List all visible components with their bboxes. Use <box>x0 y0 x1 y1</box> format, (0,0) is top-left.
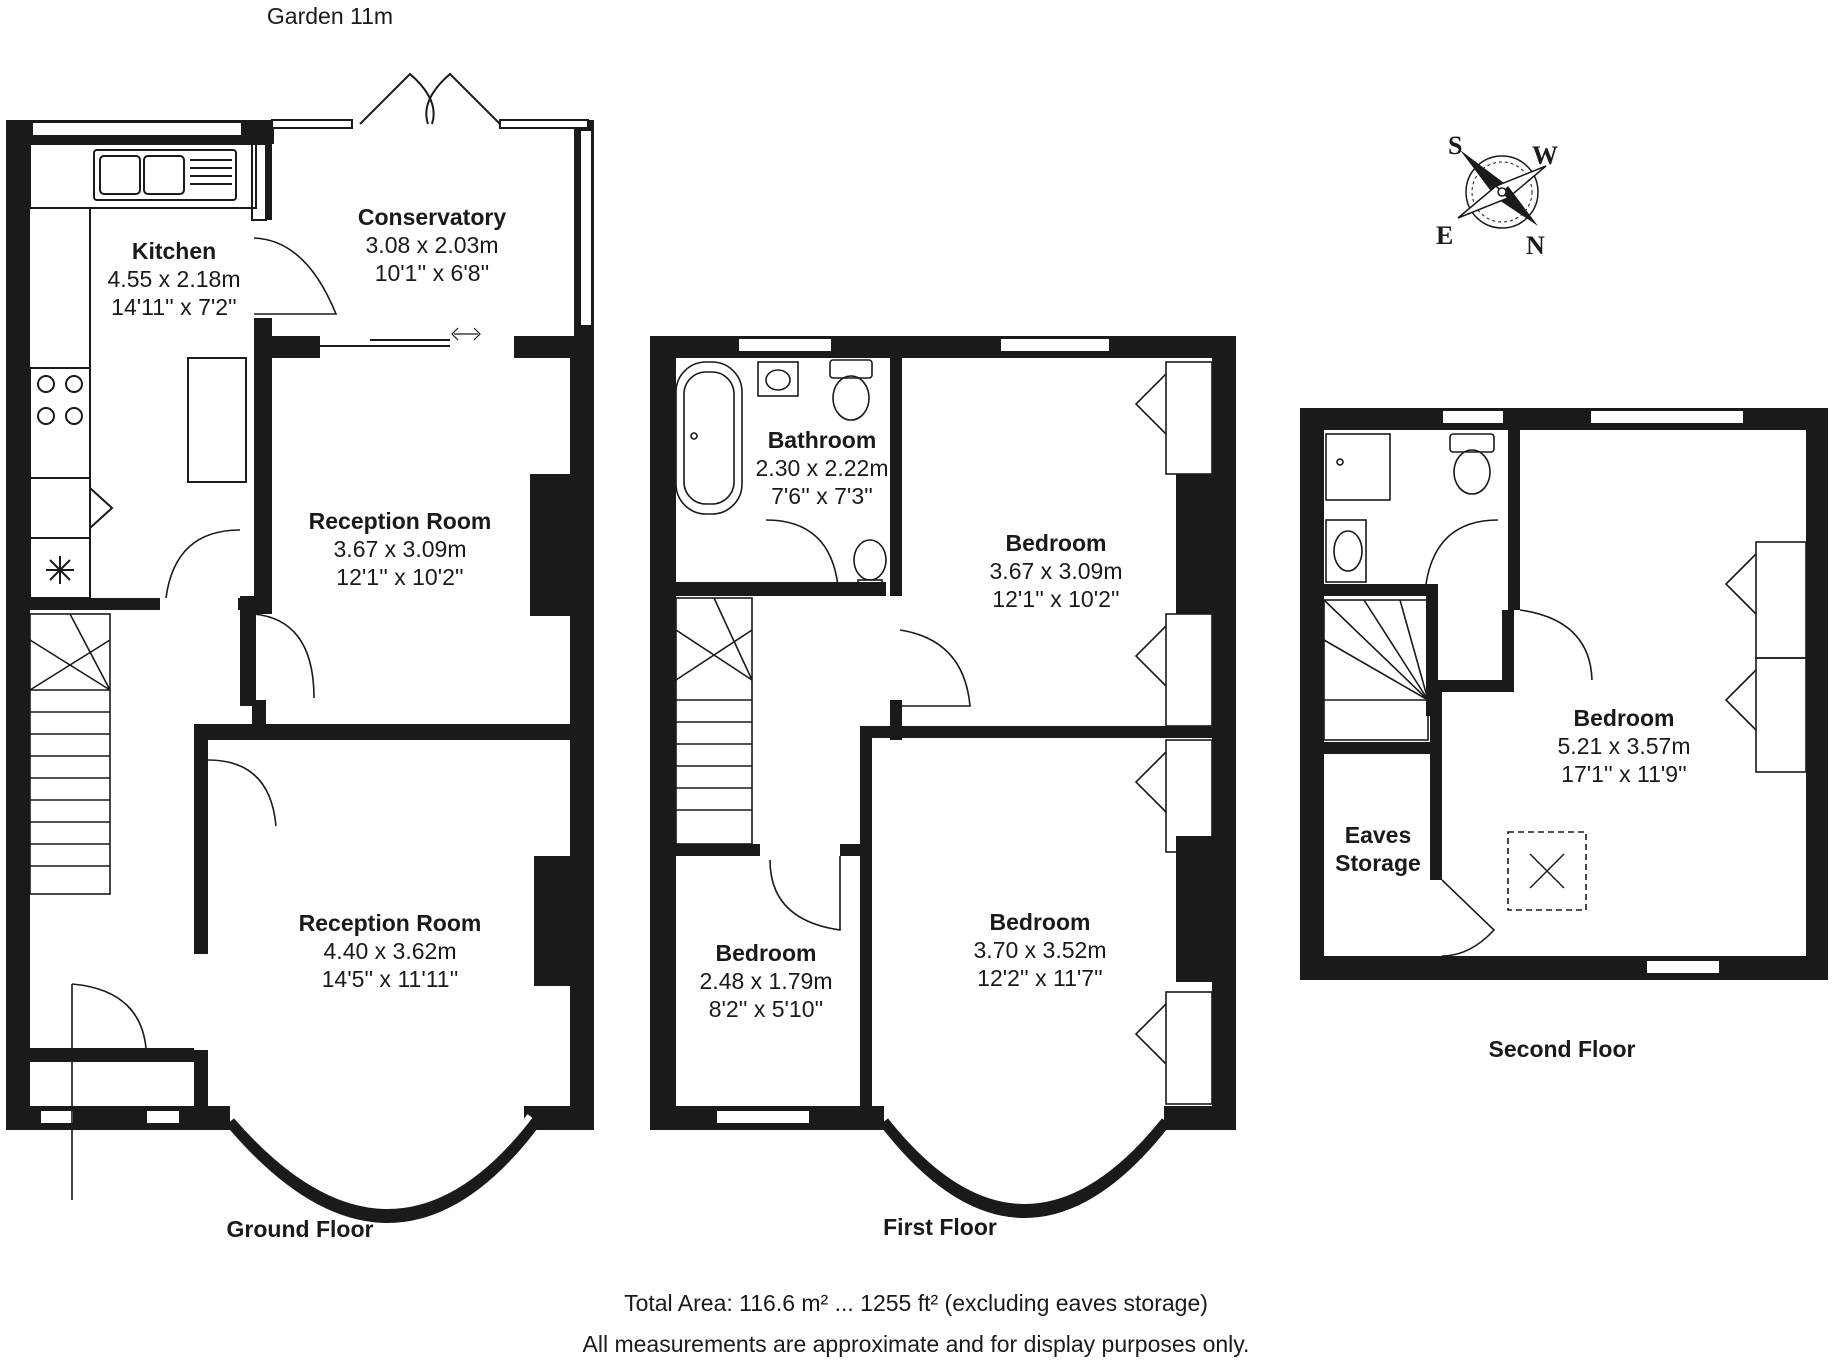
second-bedroom-name: Bedroom <box>1574 705 1675 731</box>
reception-front-imperial: 14'5'' x 11'11'' <box>322 966 459 992</box>
bathroom-metric: 2.30 x 2.22m <box>756 455 889 481</box>
first-bay-window <box>879 1114 1171 1218</box>
compass-s-label: S <box>1448 131 1462 160</box>
bedroom-rear-imperial: 12'1'' x 10'2'' <box>992 586 1119 612</box>
reception-front-name: Reception Room <box>299 910 482 936</box>
first-floor-stairs <box>675 597 753 845</box>
skylight <box>1507 831 1587 911</box>
second-floor-wardrobes <box>1724 541 1807 773</box>
bedroom-front-metric: 3.70 x 3.52m <box>974 937 1107 963</box>
kitchen-metric: 4.55 x 2.18m <box>108 266 241 292</box>
sliding-door <box>320 327 481 347</box>
second-floor-label: Second Floor <box>1489 1036 1636 1062</box>
eaves-label-line1: Eaves <box>1345 822 1412 848</box>
compass-w-label: W <box>1532 141 1558 170</box>
room-labels: Garden 11m Kitchen 4.55 x 2.18m 14'11'' … <box>108 3 1691 1357</box>
bedroom-rear-name: Bedroom <box>1006 530 1107 556</box>
reception-rear-metric: 3.67 x 3.09m <box>334 536 467 562</box>
ground-floor-label: Ground Floor <box>227 1216 374 1242</box>
second-floor-windows <box>1441 409 1745 975</box>
kitchen-imperial: 14'11'' x 7'2'' <box>111 294 237 320</box>
first-floor-wardrobes <box>1134 361 1213 1105</box>
total-area-note: Total Area: 116.6 m² ... 1255 ft² (exclu… <box>624 1290 1208 1316</box>
bedroom-small-metric: 2.48 x 1.79m <box>700 968 833 994</box>
first-floor-label: First Floor <box>883 1214 997 1240</box>
bedroom-rear-metric: 3.67 x 3.09m <box>990 558 1123 584</box>
second-floor-walls <box>1300 408 1828 980</box>
garden-label: Garden 11m <box>267 3 393 29</box>
reception-front-metric: 4.40 x 3.62m <box>324 938 457 964</box>
bedroom-front-imperial: 12'2'' x 11'7'' <box>977 965 1103 991</box>
french-doors <box>359 72 501 125</box>
bathroom-fittings <box>675 359 887 591</box>
bedroom-small-name: Bedroom <box>716 940 817 966</box>
kitchen-name: Kitchen <box>132 238 216 264</box>
first-floor-doors <box>765 519 971 931</box>
compass-n-label: N <box>1526 231 1545 260</box>
ground-floor-stairs <box>29 613 111 895</box>
ground-floor-doors <box>71 237 338 1200</box>
reception-rear-imperial: 12'1'' x 10'2'' <box>336 564 463 590</box>
first-floor-plan <box>650 336 1236 1218</box>
bathroom-imperial: 7'6'' x 7'3'' <box>771 483 873 509</box>
second-floor-doors <box>1425 519 1593 957</box>
conservatory-imperial: 10'1'' x 6'8'' <box>375 260 490 286</box>
snowflake-icon <box>46 556 74 584</box>
ground-bay-window <box>225 1114 541 1223</box>
second-bedroom-imperial: 17'1'' x 11'9'' <box>1561 761 1687 787</box>
compass-e-label: E <box>1436 221 1453 250</box>
first-floor-windows <box>715 337 1111 1125</box>
bedroom-small-imperial: 8'2'' x 5'10'' <box>709 996 824 1022</box>
reception-rear-name: Reception Room <box>309 508 492 534</box>
disclaimer-note: All measurements are approximate and for… <box>583 1331 1250 1357</box>
second-floor-stairs <box>1323 599 1429 741</box>
kitchen-fittings <box>29 143 257 599</box>
bathroom-name: Bathroom <box>768 427 877 453</box>
ground-floor-walls <box>6 120 594 1130</box>
eaves-label-line2: Storage <box>1335 850 1421 876</box>
second-bedroom-metric: 5.21 x 3.57m <box>1558 733 1691 759</box>
conservatory-name: Conservatory <box>358 204 506 230</box>
bedroom-front-name: Bedroom <box>990 909 1091 935</box>
compass-icon: S W E N <box>1436 131 1558 260</box>
second-floor-plan <box>1300 408 1828 980</box>
skylight-cross <box>1529 853 1565 889</box>
en-suite-fittings <box>1325 433 1495 583</box>
ground-floor-plan <box>6 72 594 1223</box>
conservatory-metric: 3.08 x 2.03m <box>366 232 499 258</box>
